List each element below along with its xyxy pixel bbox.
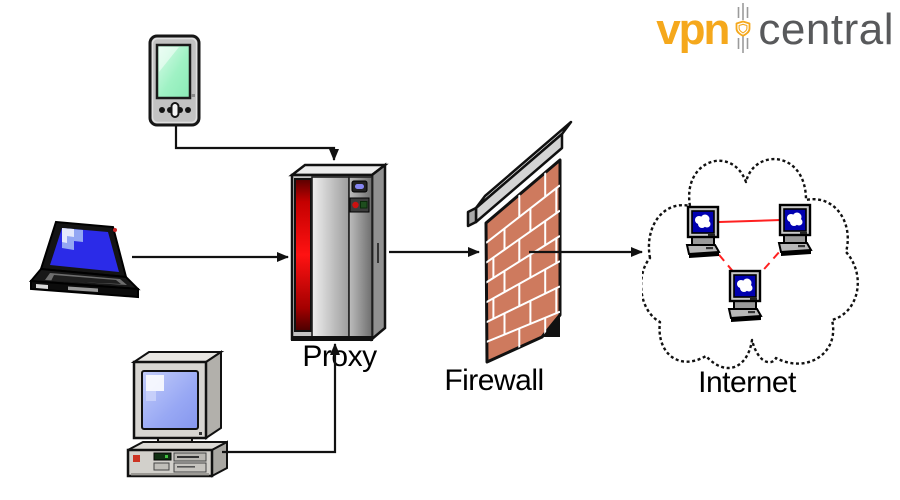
proxy-label: Proxy — [302, 340, 377, 373]
desktop-case — [126, 440, 228, 478]
firewall-cap — [466, 120, 573, 228]
internet-label: Internet — [698, 366, 796, 399]
internet-pc-top-left — [685, 205, 721, 260]
laptop-device — [28, 218, 143, 315]
cloud-outline — [639, 157, 859, 370]
shield-separator-icon — [733, 1, 753, 60]
laptop-screen — [50, 228, 119, 272]
desktop-monitor — [130, 350, 225, 440]
firewall-wall — [458, 112, 573, 377]
desktop-computer — [120, 346, 235, 487]
internet-pc-bottom — [727, 269, 763, 324]
vpncentral-logo: vpn central — [656, 2, 894, 58]
server-red-stripe — [294, 178, 312, 332]
internet-pc-top-right — [777, 203, 813, 258]
firewall-bricks — [484, 158, 562, 364]
server-top-face — [288, 163, 389, 177]
pda-buttons — [159, 102, 191, 118]
proxy-server — [287, 158, 392, 353]
pda-device — [147, 32, 203, 134]
logo-central-text: central — [758, 5, 894, 54]
server-control-panel — [349, 180, 370, 213]
firewall-label: Firewall — [444, 364, 544, 397]
internet-cloud — [639, 142, 862, 397]
logo-vpn-text: vpn — [656, 5, 730, 54]
